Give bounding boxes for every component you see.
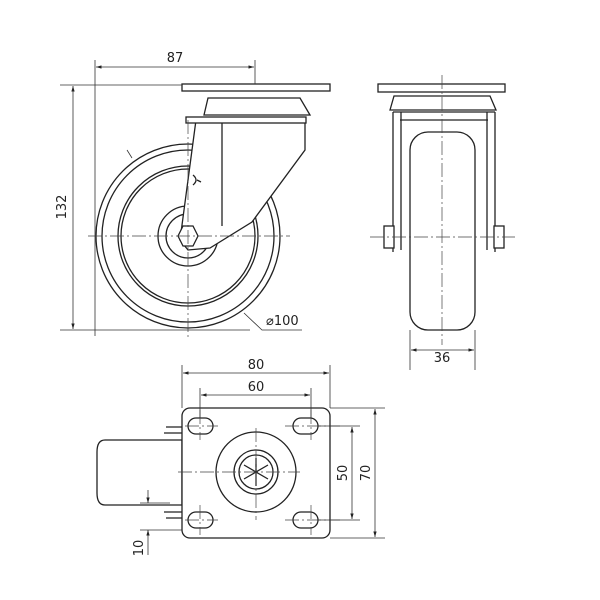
- brand-logo: [192, 174, 202, 186]
- dim-70: 70: [359, 465, 374, 482]
- side-view: 87 132 ⌀100: [55, 51, 331, 340]
- front-view: 36: [370, 75, 515, 370]
- dim-87: 87: [167, 51, 184, 66]
- dim-36: 36: [434, 351, 451, 366]
- dim-50: 50: [336, 465, 351, 482]
- dim-60: 60: [248, 380, 265, 395]
- dim-80: 80: [248, 358, 265, 373]
- dim-132: 132: [55, 195, 70, 220]
- top-view: 80 60 50 70 10: [96, 358, 385, 557]
- dim-10: 10: [132, 540, 147, 557]
- dim-diameter-100: ⌀100: [266, 314, 299, 329]
